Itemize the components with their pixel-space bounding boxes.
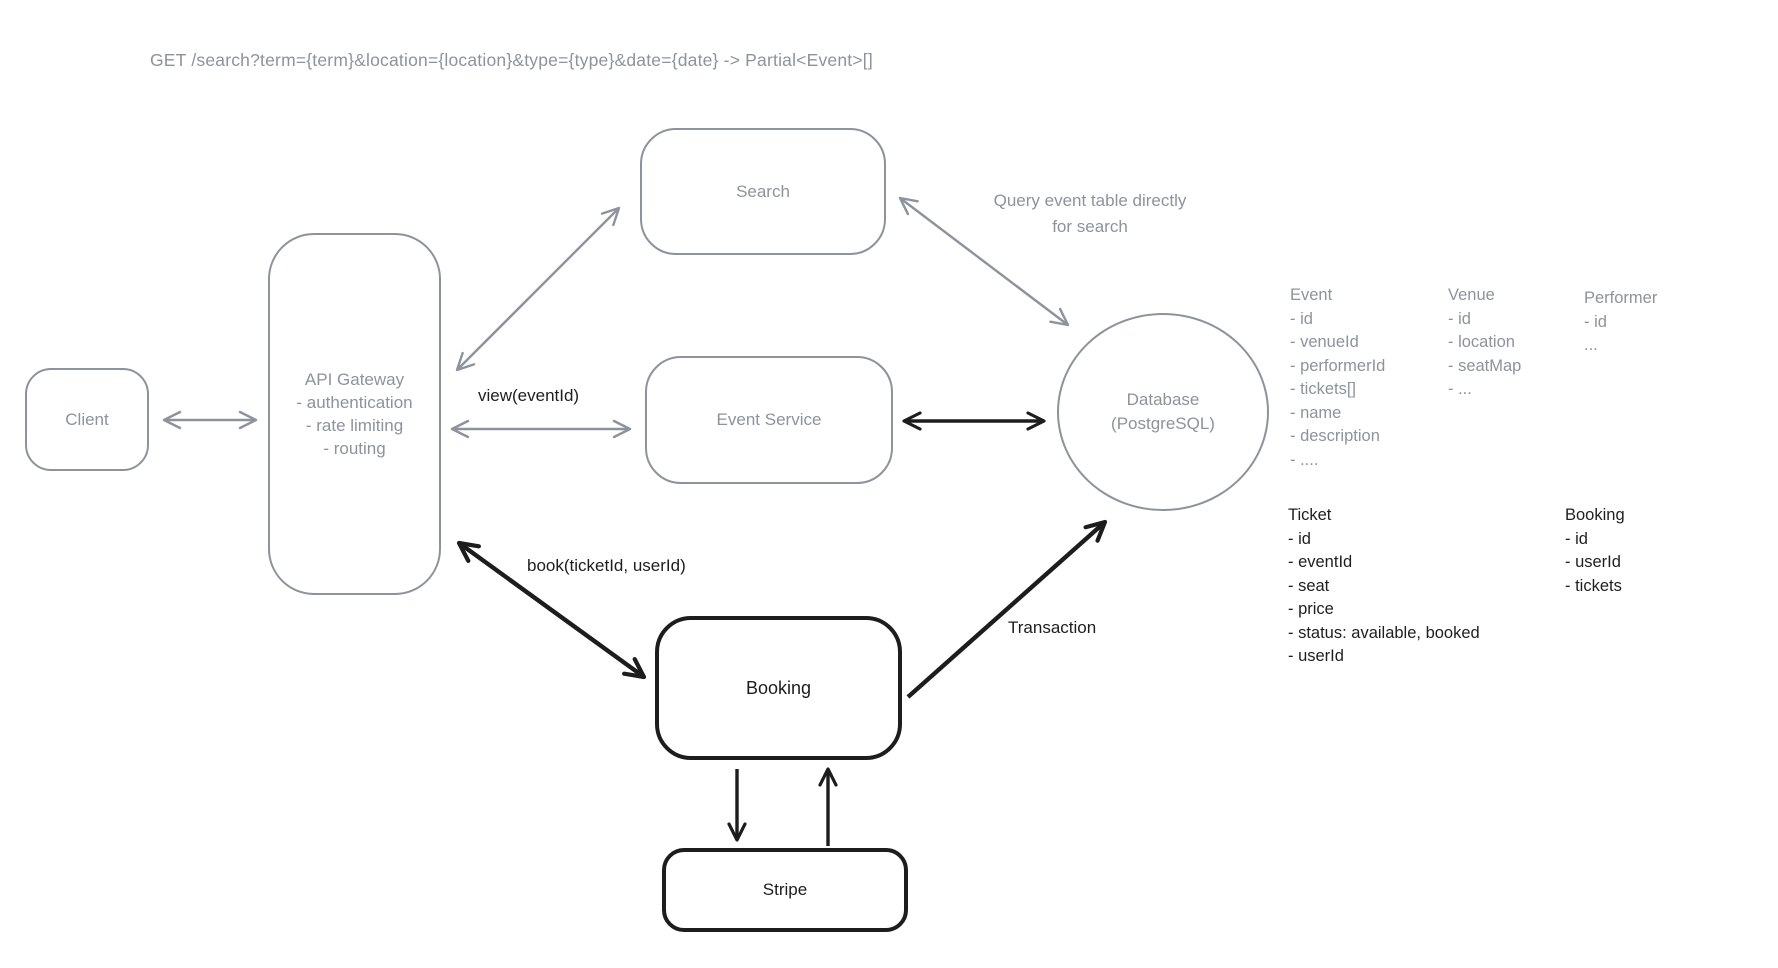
node-search-label: Search — [736, 181, 790, 201]
model-ticket-title: Ticket — [1288, 506, 1332, 524]
model-booking: Booking - id - userId - tickets — [1565, 504, 1625, 598]
model-field: - tickets[] — [1290, 380, 1357, 398]
label-book-ticketid-userid: book(ticketId, userId) — [527, 556, 686, 575]
node-database-label: Database — [1126, 390, 1200, 409]
label-query-event-table: Query event table directly for search — [935, 188, 1245, 240]
node-booking-label: Booking — [745, 677, 812, 698]
model-field: - performerId — [1290, 356, 1386, 375]
api-gateway-bullet: - authentication — [296, 393, 413, 412]
model-field: - seat — [1288, 576, 1330, 595]
node-stripe-label: Stripe — [762, 880, 808, 899]
model-field: - location — [1448, 333, 1515, 351]
node-event-service-label: Event Service — [716, 410, 822, 429]
model-performer-title: Performer — [1584, 289, 1658, 307]
node-database: Database (PostgreSQL) — [1057, 313, 1269, 511]
model-field: - eventId — [1288, 553, 1353, 571]
model-performer: Performer - id ... — [1584, 287, 1657, 358]
model-venue-title: Venue — [1448, 286, 1495, 304]
node-search: Search — [640, 128, 886, 255]
endpoint-annotation: GET /search?term={term}&location={locati… — [150, 50, 873, 70]
model-field: - description — [1290, 427, 1380, 445]
model-field: - userId — [1565, 553, 1621, 571]
model-field: - id — [1584, 312, 1607, 331]
model-field: ... — [1584, 336, 1598, 354]
model-field: - id — [1288, 529, 1311, 548]
label-query-line1: Query event table directly — [993, 191, 1187, 210]
model-field: - venueId — [1290, 333, 1359, 351]
arrow-gateway-booking — [456, 540, 647, 680]
model-field: - id — [1448, 309, 1471, 328]
model-field: - userId — [1288, 647, 1344, 665]
api-gateway-bullet: - routing — [323, 439, 386, 458]
arrow-search-database — [898, 196, 1070, 327]
label-query-line2: for search — [1052, 217, 1128, 236]
arrow-gateway-search — [455, 206, 621, 372]
node-client-label: Client — [65, 409, 109, 429]
model-field: - id — [1290, 309, 1313, 328]
api-gateway-title: API Gateway — [304, 370, 405, 389]
label-view-eventid: view(eventId) — [478, 386, 580, 405]
model-event-title: Event — [1290, 286, 1333, 304]
model-booking-title: Booking — [1565, 506, 1625, 524]
model-venue: Venue - id - location - seatMap - ... — [1448, 284, 1521, 402]
model-field: - id — [1565, 529, 1588, 548]
label-transaction: Transaction — [1008, 618, 1097, 637]
api-gateway-bullet: - rate limiting — [305, 416, 404, 435]
node-booking: Booking — [655, 616, 902, 760]
model-field: - seatMap — [1448, 356, 1522, 375]
node-event-service: Event Service — [645, 356, 893, 484]
node-api-gateway: API Gateway - authentication - rate limi… — [268, 233, 441, 595]
model-field: - status: available, booked — [1288, 623, 1480, 642]
model-event: Event - id - venueId - performerId - tic… — [1290, 284, 1385, 472]
model-field: - name — [1290, 403, 1342, 422]
node-client: Client — [25, 368, 149, 471]
model-field: - ... — [1448, 380, 1472, 398]
model-ticket: Ticket - id - eventId - seat - price - s… — [1288, 504, 1480, 669]
node-stripe: Stripe — [662, 848, 908, 932]
model-field: - .... — [1290, 450, 1319, 469]
model-field: - price — [1288, 600, 1334, 618]
node-database-sublabel: (PostgreSQL) — [1111, 414, 1215, 433]
arrow-booking-database-transaction — [906, 519, 1108, 699]
model-field: - tickets — [1565, 576, 1622, 595]
